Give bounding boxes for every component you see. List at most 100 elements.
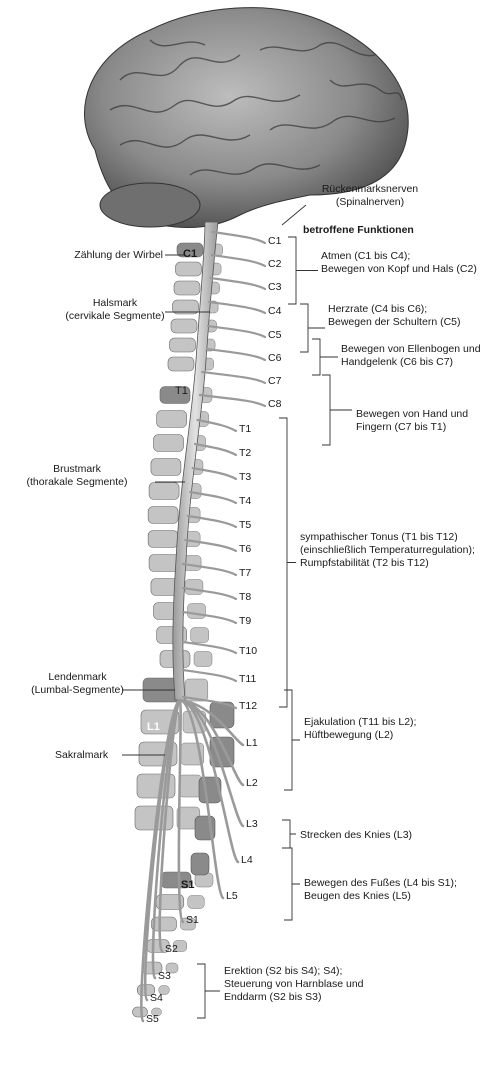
nerve-root <box>181 586 238 601</box>
vertebra <box>159 386 191 404</box>
vertebra-label-c1: C1 <box>183 248 198 260</box>
nerve-root <box>178 698 240 864</box>
vertebra-label-s1: S1 <box>181 879 195 891</box>
segment-label-s4: S4 <box>150 992 163 1004</box>
segment-label-l1: L1 <box>246 737 258 749</box>
segment-label-t2: T2 <box>239 447 252 459</box>
nerve-root <box>181 562 238 577</box>
vertebra <box>169 337 196 353</box>
segment-label-c3: C3 <box>268 281 282 293</box>
bracket <box>284 689 300 791</box>
segment-label-t7: T7 <box>239 567 252 579</box>
segment-label-s1: S1 <box>186 914 199 926</box>
vertebra-process <box>193 651 213 667</box>
vertebra <box>170 318 198 334</box>
segment-label-t4: T4 <box>239 495 252 507</box>
nerve-root <box>151 698 182 980</box>
nerve-root <box>208 300 267 315</box>
segment-label-s5: S5 <box>146 1013 159 1025</box>
nerve-root <box>181 695 238 710</box>
segment-label-c5: C5 <box>268 329 282 341</box>
vertebra-process <box>187 603 206 619</box>
nerve-root <box>184 538 238 553</box>
nerve-root <box>210 253 267 268</box>
segment-label-t3: T3 <box>239 471 252 483</box>
segment-label-t6: T6 <box>239 543 252 555</box>
bracket <box>282 819 296 849</box>
nerve-root <box>178 698 225 900</box>
nerve-root <box>186 514 238 529</box>
function-sympathetic: sympathischer Tonus (T1 bis T12)(einschl… <box>300 531 475 569</box>
nerve-root <box>211 230 267 245</box>
segment-label-t9: T9 <box>239 615 252 627</box>
cerebellum <box>99 182 201 228</box>
nerve-root <box>201 370 267 385</box>
segment-label-s3: S3 <box>158 970 171 982</box>
bracket <box>197 963 220 1019</box>
vertebra-process <box>184 678 209 702</box>
vertebra <box>151 916 177 932</box>
vertebra <box>167 356 195 372</box>
nerve-root <box>181 640 238 655</box>
segment-label-t5: T5 <box>239 519 252 531</box>
bracket <box>288 236 318 305</box>
nerve-root <box>193 442 238 457</box>
segment-label-t8: T8 <box>239 591 252 603</box>
segment-label-l5: L5 <box>226 890 238 902</box>
vertebra-process <box>158 985 170 995</box>
vertebra <box>172 299 199 315</box>
vertebra-process <box>165 962 179 974</box>
lendenmark-label: Lendenmark (Lumbal-Segmente) <box>31 671 124 696</box>
segment-label-l4: L4 <box>241 854 253 866</box>
segment-label-c7: C7 <box>268 375 282 387</box>
bracket <box>300 303 325 353</box>
nerve-root <box>191 466 238 481</box>
nerve-root <box>189 490 238 505</box>
nerve-root <box>140 698 182 1023</box>
vertebra-label-l1: L1 <box>147 721 160 733</box>
segment-label-c2: C2 <box>268 258 282 270</box>
nerve-root <box>181 610 238 625</box>
vertebra-process <box>151 1007 162 1017</box>
vertebra-process <box>184 579 204 595</box>
bracket <box>284 847 300 921</box>
vertebra-process <box>180 917 196 931</box>
segment-label-t12: T12 <box>239 700 258 712</box>
vertebra <box>150 458 182 476</box>
bracket <box>312 338 338 376</box>
segment-label-c6: C6 <box>268 352 282 364</box>
halsmark-label: Halsmark (cervikale Segmente) <box>65 297 165 322</box>
nerve-root <box>196 418 238 433</box>
segment-label-l2: L2 <box>246 777 258 789</box>
nerve-root <box>206 324 267 339</box>
nerve-root <box>198 393 267 408</box>
brain <box>83 7 409 229</box>
sakralmark-label: Sakralmark <box>55 749 109 761</box>
nerve-root <box>209 276 267 291</box>
vertebra <box>147 506 179 524</box>
segment-label-c1: C1 <box>268 235 282 247</box>
segment-label-c4: C4 <box>268 305 282 317</box>
vertebra-body <box>209 701 235 729</box>
brain-gyri <box>109 39 403 176</box>
function-ejaculation-hip: Ejakulation (T11 bis L2);Hüftbewegung (L… <box>304 716 417 741</box>
nerve-root <box>205 347 267 362</box>
function-brackets <box>197 236 352 1019</box>
function-erection-bladder: Erektion (S2 bis S4); S4);Steuerung von … <box>224 965 364 1003</box>
vertebra-process <box>187 895 205 909</box>
bracket <box>279 417 296 708</box>
vertebra <box>132 1006 148 1018</box>
function-knee-extension: Strecken des Knies (L3) <box>300 829 413 841</box>
brustmark-label: Brustmark (thorakale Segmente) <box>26 463 128 488</box>
vertebra <box>173 280 201 296</box>
bracket <box>322 374 352 446</box>
segment-label-s2: S2 <box>165 943 178 955</box>
function-heart-rate: Herzrate (C4 bis C6);Bewegen der Schulte… <box>328 303 461 328</box>
segment-label-l3: L3 <box>246 818 258 830</box>
vertebra-count-label: Zählung der Wirbel <box>74 249 163 261</box>
vertebra <box>148 554 180 572</box>
function-breathing: Atmen (C1 bis C4);Bewegen von Kopf und H… <box>321 250 477 275</box>
vertebra <box>176 242 204 258</box>
